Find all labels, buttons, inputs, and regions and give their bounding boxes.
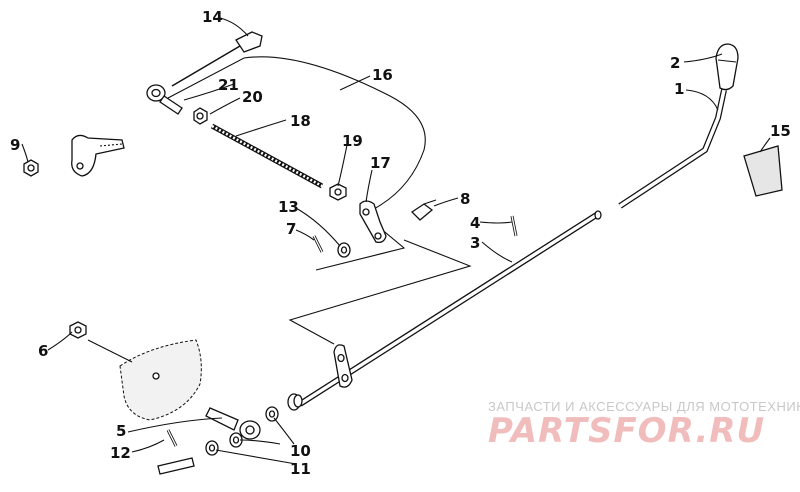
callout-5: 5: [116, 422, 126, 440]
cotter-pin-4: [510, 215, 518, 237]
callout-12: 12: [110, 444, 131, 462]
tie-rod-18: [210, 123, 324, 189]
callout-4: 4: [470, 214, 480, 232]
nut-19: [329, 183, 347, 201]
callout-17: 17: [370, 154, 391, 172]
callout-8: 8: [460, 190, 470, 208]
callout-20: 20: [242, 88, 263, 106]
clevis-pin: [157, 457, 195, 475]
nut-9: [23, 159, 39, 177]
callout-13: 13: [278, 198, 299, 216]
bolt-8: [410, 199, 437, 221]
nut-6: [69, 321, 87, 339]
callout-3: 3: [470, 234, 480, 252]
callout-21: 21: [218, 76, 239, 94]
rod-end-21: [146, 84, 183, 115]
watermark-brand: PARTSFOR.RU: [488, 411, 765, 451]
callout-1: 1: [674, 80, 684, 98]
shift-lever: [618, 89, 727, 209]
callout-16: 16: [372, 66, 393, 84]
callout-7: 7: [286, 220, 296, 238]
cotter-pin-12: [166, 429, 178, 447]
callout-11: 11: [290, 460, 311, 478]
callout-2: 2: [670, 54, 680, 72]
bolt-14: [171, 31, 263, 87]
watermark: ЗАПЧАСТИ И АКСЕССУАРЫ ДЛЯ МОТОТЕХНИКИ PA…: [488, 399, 800, 451]
cable-outline-16: [167, 56, 426, 211]
watermark-tagline: ЗАПЧАСТИ И АКСЕССУАРЫ ДЛЯ МОТОТЕХНИКИ: [488, 399, 800, 414]
callout-15: 15: [770, 122, 791, 140]
washer-13: [337, 242, 351, 258]
reference-frame: [288, 227, 472, 345]
rod-bracket: [333, 344, 353, 388]
nut-20: [193, 107, 208, 125]
callout-labels: 14 2 1 15 16 21 20 18 9 19 17 8 13 4 7 3…: [10, 8, 791, 478]
ball-joint-5: [205, 407, 261, 440]
callout-14: 14: [202, 8, 223, 26]
callout-18: 18: [290, 112, 311, 130]
callout-9: 9: [10, 136, 20, 154]
washer-10a: [265, 406, 279, 422]
clevis-17: [359, 200, 387, 244]
callout-6: 6: [38, 342, 48, 360]
cotter-pin-7: [312, 235, 324, 253]
lever-arm: [71, 134, 125, 177]
callout-19: 19: [342, 132, 363, 150]
mounting-bracket: [119, 339, 202, 421]
washer-11: [205, 440, 219, 456]
callout-10: 10: [290, 442, 311, 460]
rod-end-washer: [287, 393, 303, 411]
shift-knob: [715, 43, 739, 91]
leader-lines: [21, 17, 771, 465]
decal: [743, 145, 783, 197]
